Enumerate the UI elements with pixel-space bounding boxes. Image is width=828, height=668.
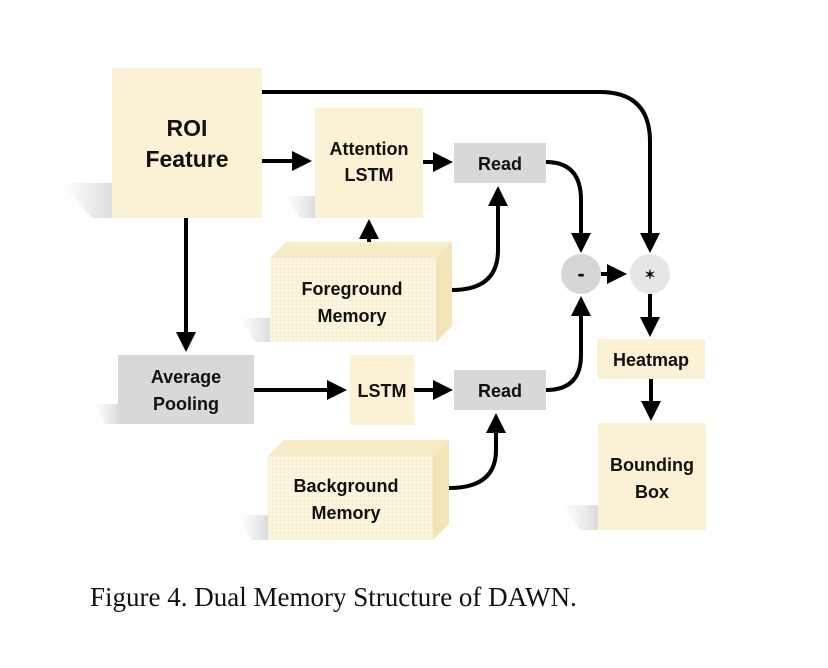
arrow-bgmem-to-read	[448, 413, 506, 490]
heatmap-label: Heatmap	[613, 350, 689, 370]
average-pooling-line2: Pooling	[153, 394, 219, 414]
average-pooling-node: Average Pooling	[118, 355, 254, 424]
diagram-canvas: ROI Feature Attention LSTM Read Foregrou…	[60, 68, 706, 540]
arrow-roi-to-multiply	[262, 90, 660, 253]
shadows	[60, 183, 598, 540]
background-memory-line2: Memory	[311, 503, 380, 523]
attention-lstm-line1: Attention	[330, 139, 409, 159]
foreground-memory-line1: Foreground	[302, 279, 403, 299]
heatmap-node: Heatmap	[597, 339, 705, 379]
read-foreground-label: Read	[478, 154, 522, 174]
background-memory-node: Background Memory	[268, 440, 449, 540]
arrow-read-to-subtract	[545, 160, 591, 253]
bounding-box-node: Bounding Box	[598, 423, 706, 530]
multiply-operator: ✶	[630, 254, 670, 294]
attention-lstm-node: Attention LSTM	[315, 108, 423, 218]
multiply-symbol: ✶	[645, 267, 656, 282]
average-pooling-line1: Average	[151, 367, 221, 387]
lstm-node: LSTM	[350, 355, 414, 425]
lstm-label: LSTM	[358, 381, 407, 401]
bounding-box-line1: Bounding	[610, 455, 694, 475]
roi-feature-line1: ROI	[167, 115, 208, 141]
roi-feature-line2: Feature	[145, 146, 228, 172]
roi-feature-node: ROI Feature	[112, 68, 262, 218]
foreground-memory-node: Foreground Memory	[270, 242, 452, 342]
background-memory-line1: Background	[293, 476, 398, 496]
subtract-operator: -	[561, 254, 601, 294]
attention-lstm-line2: LSTM	[345, 165, 394, 185]
arrow-fgmem-to-read	[451, 186, 508, 292]
connectors	[176, 90, 661, 490]
foreground-memory-line2: Memory	[317, 306, 386, 326]
read-background-node: Read	[454, 370, 546, 410]
arrow-read-to-subtract-bottom	[545, 296, 591, 392]
bounding-box-line2: Box	[635, 482, 669, 502]
read-foreground-node: Read	[454, 143, 546, 183]
figure-caption: Figure 4. Dual Memory Structure of DAWN.	[90, 582, 577, 612]
subtract-symbol: -	[577, 261, 584, 286]
read-background-label: Read	[478, 381, 522, 401]
